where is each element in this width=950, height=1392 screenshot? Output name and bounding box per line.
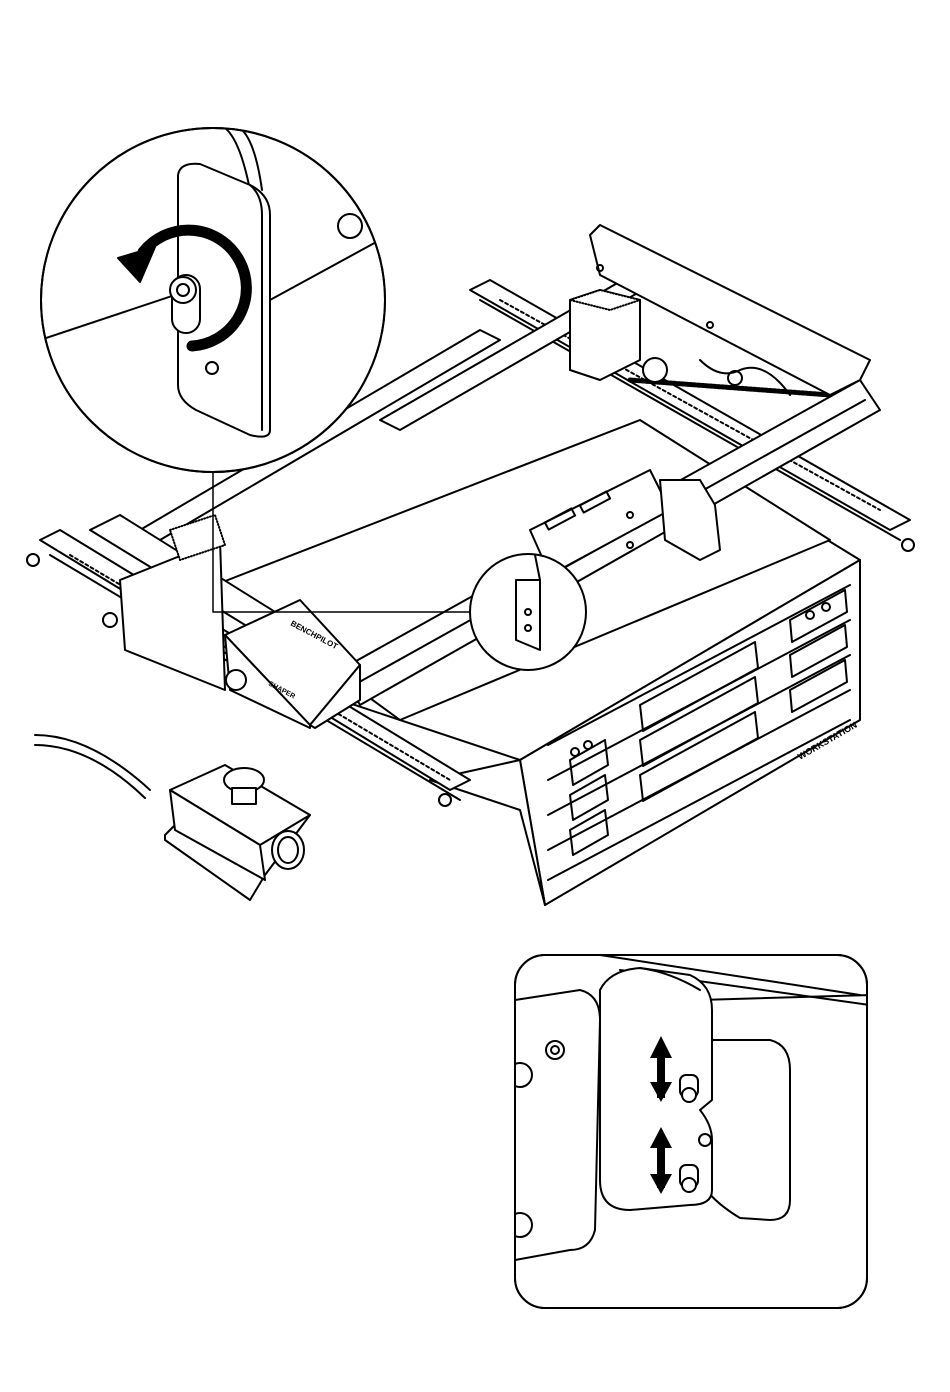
magnified-callout-circle — [40, 128, 385, 472]
small-callout-circle — [470, 554, 586, 670]
emergency-stop-box — [35, 735, 310, 900]
detail-panel — [508, 955, 870, 1308]
spindle-mount — [570, 225, 870, 395]
